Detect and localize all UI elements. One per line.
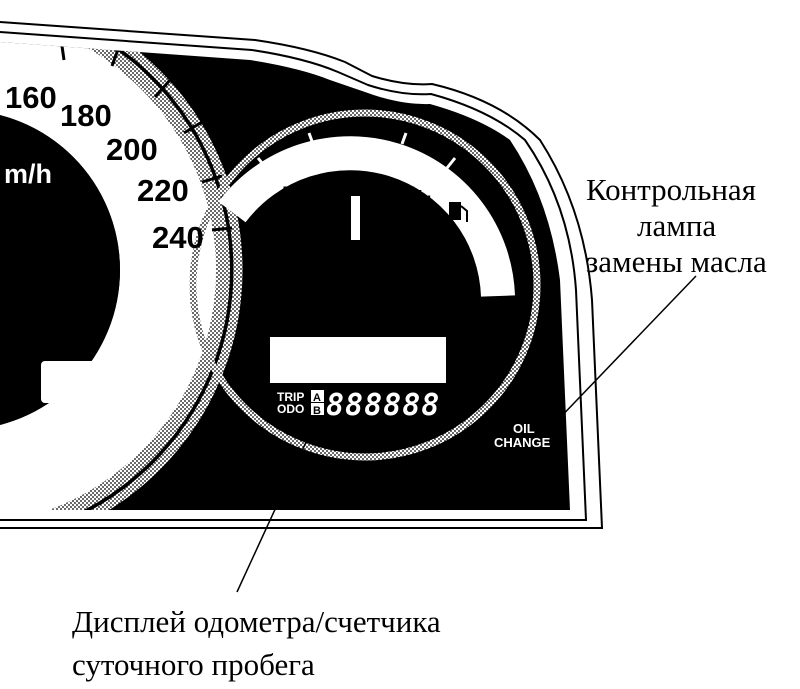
mode-odo-label: ODO [277, 402, 304, 416]
oil-change-line1: OIL [513, 421, 535, 436]
fuel-gauge-rim [189, 109, 541, 461]
speedometer-unit-label: m/h [4, 159, 52, 189]
oil-lamp-leader-line [552, 275, 697, 426]
fuel-label-half-num: 1 [340, 167, 348, 183]
oil-change-line2: CHANGE [494, 435, 551, 450]
odometer-digits: 888888 [326, 388, 440, 423]
speed-label-160: 160 [5, 80, 57, 115]
fuel-gauge [189, 109, 541, 461]
oil-lamp-callout-line2: лампа [637, 208, 716, 243]
odometer-callout-line2: суточного пробега [72, 647, 315, 682]
fuel-label-half-den: 2 [356, 179, 365, 196]
speedometer-scale-band [0, 42, 226, 510]
fuel-gauge-needle [351, 196, 360, 240]
fuel-label-full-num: 1 [409, 183, 417, 199]
fuel-pump-icon [438, 202, 468, 222]
odometer-callout-line1: Дисплей одометра/счетчика [72, 604, 441, 639]
fuel-label-reserve: R [282, 182, 298, 207]
fuel-label-full-slash: / [416, 188, 422, 210]
fuel-gauge-band [218, 136, 515, 297]
speedometer-face [0, 110, 120, 430]
trip-b-label: B [313, 405, 321, 417]
trip-b-box [311, 403, 324, 415]
speed-label-240: 240 [152, 220, 204, 255]
trip-a-label: A [313, 392, 321, 404]
oil-lamp-callout-line1: Контрольная [586, 172, 756, 207]
lcd-window [270, 337, 446, 383]
oil-lamp-callout: Контрольная лампа замены масла [586, 172, 767, 279]
fuel-label-half-slash: / [347, 173, 353, 195]
odometer-callout: Дисплей одометра/счетчика суточного проб… [72, 604, 441, 682]
speedometer-tick-ring [0, 42, 230, 510]
mode-trip-label: TRIP [277, 390, 304, 404]
odometer-readout: TRIP ODO A B 888888 [277, 388, 440, 423]
indicator-window [41, 361, 118, 403]
speed-label-200: 200 [106, 132, 158, 167]
fuel-gauge-ticks [256, 132, 457, 169]
speed-label-180: 180 [60, 98, 112, 133]
odometer-leader-line [236, 415, 319, 593]
speed-label-220: 220 [137, 173, 189, 208]
trip-a-box [311, 390, 324, 402]
oil-lamp-callout-line3: замены масла [586, 244, 767, 279]
cluster-bezel [0, 21, 604, 529]
speedometer-rim [0, 42, 243, 510]
fuel-label-full-den: 1 [425, 192, 433, 208]
